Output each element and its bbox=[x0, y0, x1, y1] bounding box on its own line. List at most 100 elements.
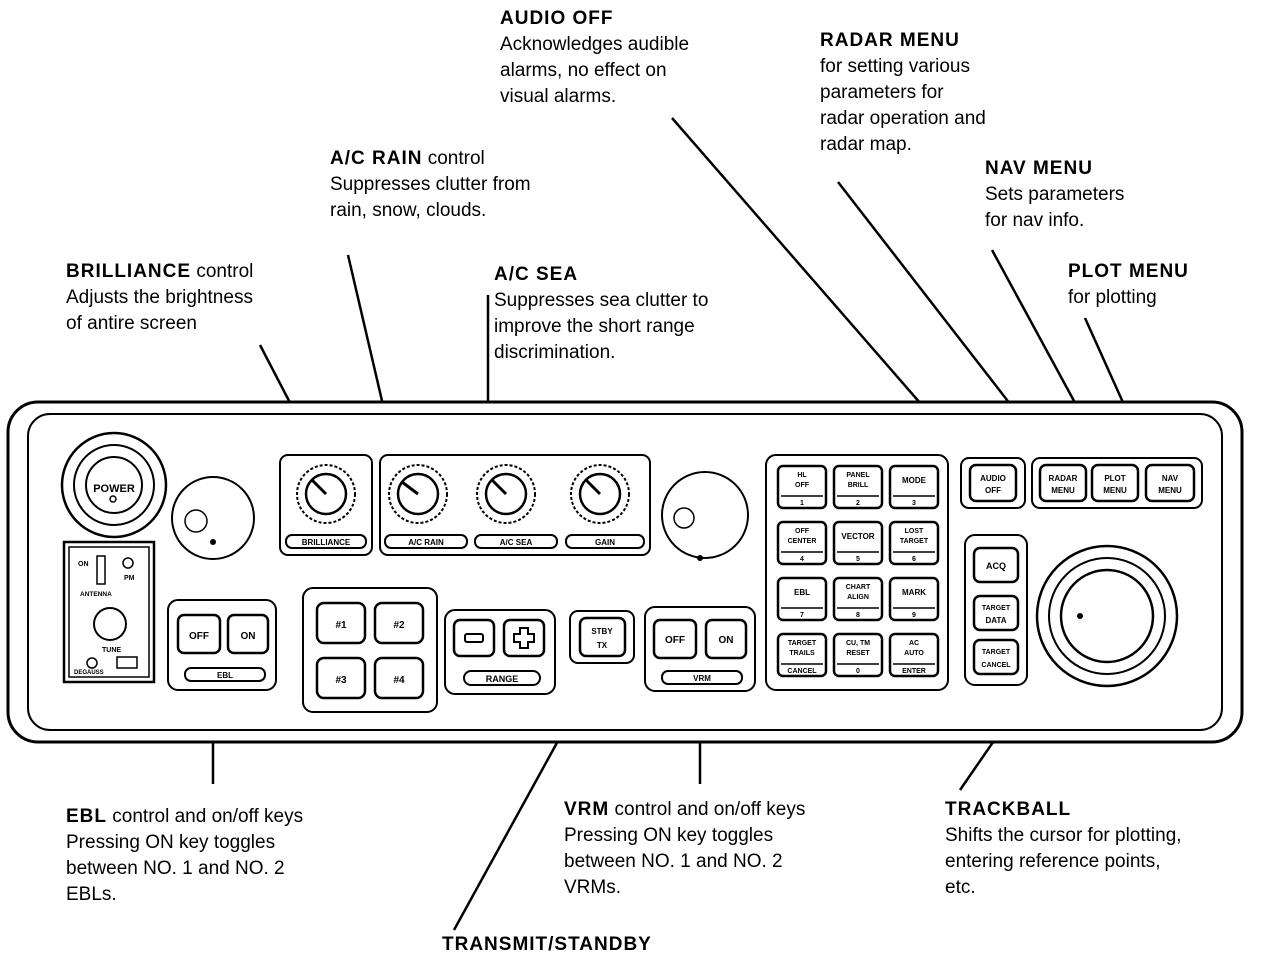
caption-audio-off: AUDIO OFF Acknowledges audible alarms, n… bbox=[500, 6, 689, 110]
nav-menu-button[interactable]: NAV MENU bbox=[1144, 463, 1196, 503]
plot-menu-key-line1: PLOT bbox=[1104, 474, 1125, 483]
keypad-key-num-label: 7 bbox=[800, 612, 804, 619]
caption-audio-off-line2: alarms, no effect on bbox=[500, 60, 667, 81]
target-cancel-button[interactable]: TARGET CANCEL bbox=[972, 638, 1020, 676]
keypad-key-mid-label: OFF bbox=[795, 482, 810, 489]
preset-2-label: #2 bbox=[393, 620, 405, 631]
caption-brilliance-suffix: control bbox=[191, 261, 254, 282]
ebl-group-label: EBL bbox=[217, 671, 233, 680]
keypad-key-top-label: PANEL bbox=[846, 472, 870, 479]
keypad-key-num-label: 3 bbox=[912, 500, 916, 507]
radar-menu-key-line2: MENU bbox=[1051, 486, 1075, 495]
antenna-switch[interactable] bbox=[96, 555, 106, 585]
vrm-key-group: OFF ON VRM bbox=[644, 606, 756, 692]
range-key-group: RANGE bbox=[444, 609, 556, 695]
tune-knob[interactable] bbox=[93, 607, 127, 641]
keypad-key-top-label: CU, TM bbox=[846, 640, 870, 647]
power-indicator-icon bbox=[109, 495, 117, 503]
keypad-key-top-label: TARGET bbox=[788, 640, 817, 647]
ebl-on-button[interactable]: ON bbox=[226, 613, 270, 655]
caption-trackball-line2: entering reference points, bbox=[945, 851, 1161, 872]
caption-radar-menu: RADAR MENU for setting various parameter… bbox=[820, 28, 986, 158]
caption-ebl-line1: Pressing ON key toggles bbox=[66, 832, 276, 853]
caption-brilliance-title: BRILLIANCE bbox=[66, 261, 192, 282]
target-data-button[interactable]: TARGET DATA bbox=[972, 594, 1020, 632]
vrm-off-button[interactable]: OFF bbox=[652, 618, 698, 660]
target-cancel-line2: CANCEL bbox=[981, 662, 1011, 669]
degauss-button[interactable] bbox=[86, 657, 98, 669]
minus-icon bbox=[464, 633, 484, 643]
ebl-knob[interactable] bbox=[171, 476, 255, 560]
caption-audio-off-line1: Acknowledges audible bbox=[500, 34, 690, 55]
ac-rain-knob-label: A/C RAIN bbox=[408, 538, 444, 547]
keypad-key-num-label: 9 bbox=[912, 612, 916, 619]
ac-rain-knob[interactable] bbox=[388, 464, 448, 524]
caption-nav-menu-title: NAV MENU bbox=[985, 158, 1093, 179]
ebl-off-button[interactable]: OFF bbox=[176, 613, 222, 655]
keypad-key-num-label: ENTER bbox=[902, 668, 926, 675]
caption-brilliance-line1: Adjusts the brightness bbox=[66, 287, 253, 308]
acq-button[interactable]: ACQ bbox=[972, 546, 1020, 584]
menu-key-group: RADAR MENU PLOT MENU NAV MENU bbox=[1031, 457, 1203, 509]
keypad-key-num-label: 8 bbox=[856, 612, 860, 619]
caption-brilliance: BRILLIANCE control Adjusts the brightnes… bbox=[66, 259, 253, 337]
clutter-gain-knob-group: A/C RAIN A/C SEA GAIN bbox=[379, 454, 651, 556]
vrm-on-label: ON bbox=[719, 635, 734, 646]
radar-menu-button[interactable]: RADAR MENU bbox=[1038, 463, 1088, 503]
power-button[interactable]: POWER bbox=[60, 431, 168, 539]
target-data-line1: TARGET bbox=[982, 605, 1011, 612]
range-down-button[interactable] bbox=[452, 618, 496, 658]
plus-icon bbox=[513, 627, 535, 649]
antenna-tune-block: ON PM ANTENNA TUNE DEGAUSS bbox=[62, 540, 156, 684]
keypad-key-mid-label: TRAILS bbox=[789, 650, 815, 657]
preset-4-button[interactable]: #4 bbox=[373, 656, 425, 700]
gain-knob[interactable] bbox=[570, 464, 630, 524]
brilliance-knob[interactable] bbox=[296, 464, 356, 524]
caption-nav-menu-line2: for nav info. bbox=[985, 210, 1085, 231]
ebl-on-label: ON bbox=[241, 631, 256, 642]
caption-audio-off-title: AUDIO OFF bbox=[500, 8, 614, 29]
plot-menu-button[interactable]: PLOT MENU bbox=[1090, 463, 1140, 503]
preset-2-button[interactable]: #2 bbox=[373, 601, 425, 645]
caption-trackball-line1: Shifts the cursor for plotting, bbox=[945, 825, 1182, 846]
keypad-key-mid-label: RESET bbox=[846, 650, 870, 657]
keypad-key-mid-label: AUTO bbox=[904, 650, 924, 657]
vrm-on-button[interactable]: ON bbox=[704, 618, 748, 660]
target-cancel-line1: TARGET bbox=[982, 649, 1011, 656]
acq-label: ACQ bbox=[986, 561, 1006, 571]
brilliance-knob-label: BRILLIANCE bbox=[302, 538, 351, 547]
caption-trackball: TRACKBALL Shifts the cursor for plotting… bbox=[945, 797, 1182, 901]
caption-nav-menu-line1: Sets parameters bbox=[985, 184, 1125, 205]
trackball[interactable] bbox=[1035, 544, 1179, 688]
keypad-key-num-label: 6 bbox=[912, 556, 916, 563]
caption-trackball-line3: etc. bbox=[945, 877, 976, 898]
ac-sea-knob[interactable] bbox=[476, 464, 536, 524]
keypad-key-mid-label: CENTER bbox=[788, 538, 817, 545]
caption-radar-menu-line3: radar operation and bbox=[820, 108, 986, 129]
stby-tx-button[interactable]: STBY TX bbox=[569, 610, 635, 664]
preset-4-label: #4 bbox=[393, 675, 405, 686]
caption-ac-rain-line1: Suppresses clutter from bbox=[330, 174, 531, 195]
caption-radar-menu-line1: for setting various bbox=[820, 56, 970, 77]
vrm-knob[interactable] bbox=[661, 471, 749, 561]
preset-3-button[interactable]: #3 bbox=[315, 656, 367, 700]
preset-key-group: #1 #2 #3 #4 bbox=[302, 587, 438, 713]
audio-off-button[interactable]: AUDIO OFF bbox=[960, 457, 1026, 509]
degauss-switch[interactable] bbox=[116, 656, 138, 669]
caption-vrm-line1: Pressing ON key toggles bbox=[564, 825, 774, 846]
preset-1-button[interactable]: #1 bbox=[315, 601, 367, 645]
range-up-button[interactable] bbox=[502, 618, 546, 658]
